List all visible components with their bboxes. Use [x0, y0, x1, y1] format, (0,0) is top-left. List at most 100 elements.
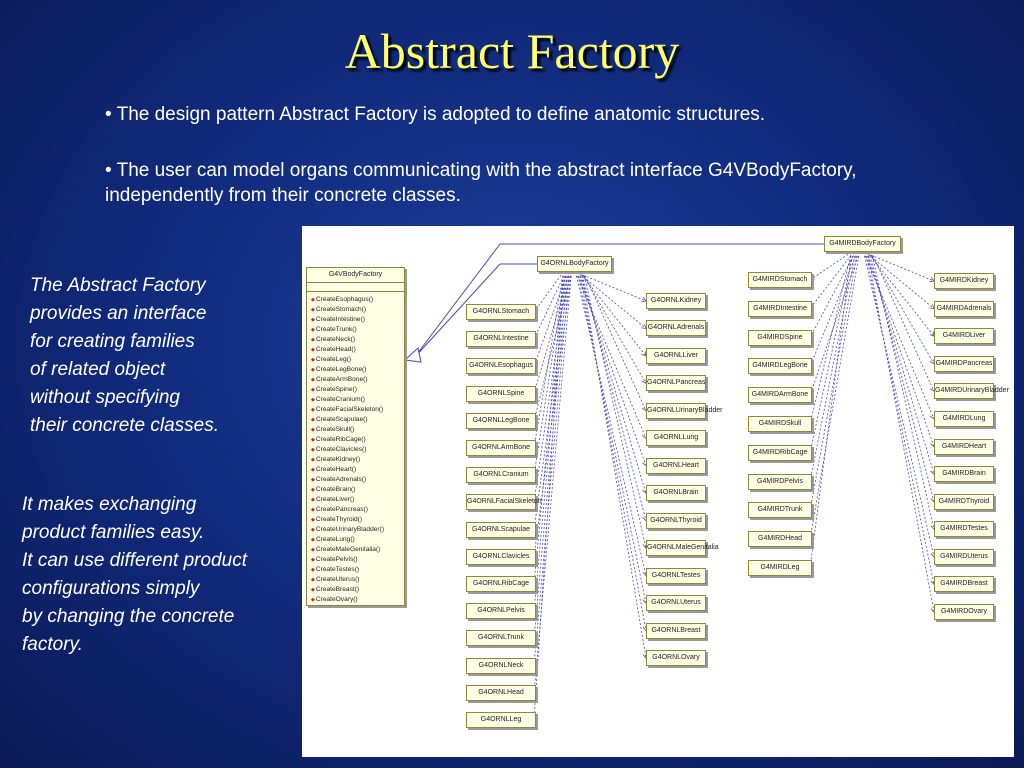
- class-g4ornluterus: G4ORNLUterus: [646, 595, 706, 612]
- interface-method: CreateAdrenals(): [311, 475, 404, 485]
- interface-method: CreateHead(): [311, 345, 404, 355]
- note-line: without specifying: [30, 387, 180, 408]
- class-g4mirdhead: G4MIRDHead: [748, 531, 812, 548]
- class-g4ornllegbone: G4ORNLLegBone: [466, 412, 536, 429]
- class-g4ornlbrain: G4ORNLBrain: [646, 485, 706, 502]
- class-g4mirdtrunk: G4MIRDTrunk: [748, 502, 812, 519]
- dependency-line: [533, 271, 568, 639]
- note-line: their concrete classes.: [30, 415, 220, 436]
- dependency-line: [867, 251, 935, 475]
- note-line: It makes exchanging: [22, 494, 197, 515]
- dependency-line: [863, 251, 935, 557]
- dependency-line: [533, 271, 566, 612]
- note-line: The Abstract Factory: [30, 275, 206, 296]
- class-g4ornlheart: G4ORNLHeart: [646, 457, 706, 474]
- class-g4ornlhead: G4ORNLHead: [466, 684, 536, 701]
- class-g4ornlesophagus: G4ORNLEsophagus: [466, 358, 536, 375]
- class-g4ornladrenals: G4ORNLAdrenals: [646, 320, 706, 337]
- dependency-line: [533, 271, 570, 666]
- generalization-line: [413, 243, 501, 359]
- class-g4ornlkidney: G4ORNLKidney: [646, 293, 706, 309]
- class-g4mirdurinarybladder: G4MIRDUrinaryBladder: [934, 383, 1009, 400]
- dependency-line: [809, 251, 860, 540]
- class-g4mirdintestine: G4MIRDIntestine: [748, 300, 812, 317]
- dependency-line: [809, 251, 860, 396]
- class-g4mirdpelvis: G4MIRDPelvis: [748, 473, 812, 490]
- interface-method: CreateClavicles(): [311, 445, 404, 455]
- dependency-line: [583, 271, 647, 412]
- dependency-line: [533, 271, 570, 530]
- interface-method: CreateLung(): [311, 535, 404, 545]
- interface-method: CreateThyroid(): [311, 515, 404, 525]
- interface-method: CreateCranium(): [311, 395, 404, 405]
- interface-methods: CreateEsophagus()CreateStomach()CreateIn…: [307, 292, 404, 605]
- class-g4ornlfacialskeleton: G4ORNLFacialSkeleton: [466, 494, 542, 511]
- interface-method: CreatePancreas(): [311, 505, 404, 515]
- class-g4ornlleg: G4ORNLLeg: [466, 712, 536, 728]
- class-g4ornltestes: G4ORNLTestes: [646, 567, 706, 584]
- dependency-line: [867, 251, 935, 613]
- class-g4mirduterus: G4MIRDUterus: [934, 548, 994, 565]
- dependency-line: [581, 271, 647, 659]
- generalization-arrowhead: [403, 347, 422, 363]
- interface-method: CreateTestes(): [311, 565, 404, 575]
- dependency-line: [579, 271, 647, 631]
- bullet-abstract-factory: • The design pattern Abstract Factory is…: [105, 104, 766, 125]
- class-g4mirdkidney: G4MIRDKidney: [934, 273, 994, 289]
- interface-method: CreatePelvis(): [311, 555, 404, 565]
- dependency-line: [871, 251, 935, 530]
- dependency-line: [533, 271, 564, 585]
- dependency-line: [577, 271, 647, 604]
- dependency-line: [533, 271, 568, 367]
- dependency-line: [533, 271, 572, 421]
- note-line: It can use different product: [22, 550, 247, 571]
- note-line: provides an interface: [30, 303, 207, 324]
- interface-method: CreateLiver(): [311, 495, 404, 505]
- class-g4vbodyfactory: G4VBodyFactory CreateEsophagus()CreateSt…: [306, 267, 405, 606]
- class-g4mirdleg: G4MIRDLeg: [748, 560, 812, 576]
- class-g4mirdthyroid: G4MIRDThyroid: [934, 493, 994, 510]
- dependency-line: [579, 271, 647, 357]
- class-g4mirdarmbone: G4MIRDArmBone: [748, 387, 812, 404]
- class-g4ornlarmbone: G4ORNLArmBone: [466, 440, 536, 456]
- class-g4ornlribcage: G4ORNLRibCage: [466, 576, 536, 592]
- interface-method: CreateLegBone(): [311, 365, 404, 375]
- dependency-line: [809, 251, 858, 511]
- generalization-line: [413, 263, 501, 359]
- dependency-line: [869, 251, 935, 502]
- class-g4mirdlung: G4MIRDLung: [934, 410, 994, 427]
- interface-method: CreateFacialSkeleton(): [311, 405, 404, 415]
- interface-method: CreateArmBone(): [311, 375, 404, 385]
- class-g4ornlcranium: G4ORNLCranium: [466, 467, 536, 484]
- dependency-line: [867, 251, 935, 337]
- dependency-line: [533, 271, 564, 313]
- class-g4ornlmalegenitalia: G4ORNLMaleGenitalia: [646, 540, 719, 557]
- interface-method: CreateBreast(): [311, 585, 404, 595]
- class-g4ornlneck: G4ORNLNeck: [466, 657, 536, 674]
- note-line: configurations simply: [22, 578, 200, 599]
- class-g4ornlpancreas: G4ORNLPancreas: [646, 375, 706, 392]
- interface-method: CreateSpine(): [311, 385, 404, 395]
- class-g4ornltrunk: G4ORNLTrunk: [466, 630, 536, 647]
- dependency-line: [575, 271, 647, 576]
- interface-method: CreateSkull(): [311, 425, 404, 435]
- dependency-line: [533, 271, 564, 721]
- interface-method: CreateTrunk(): [311, 325, 404, 335]
- dependency-line: [809, 251, 852, 569]
- interface-method: CreateMaleGenitalia(): [311, 545, 404, 555]
- interface-method: CreateIntestine(): [311, 315, 404, 325]
- class-g4mirdovary: G4MIRDOvary: [934, 604, 994, 620]
- dependency-line: [809, 251, 856, 482]
- dependency-line: [809, 251, 854, 453]
- interface-method: CreateKidney(): [311, 455, 404, 465]
- class-g4mirdspine: G4MIRDSpine: [748, 329, 812, 346]
- dependency-line: [869, 251, 935, 364]
- class-g4mirdtestes: G4MIRDTestes: [934, 521, 994, 538]
- interface-attributes-compartment: [307, 283, 404, 292]
- class-g4ornlscapulae: G4ORNLScapulae: [466, 521, 536, 538]
- note-line: of related object: [30, 359, 166, 380]
- note-line: product families easy.: [22, 522, 205, 543]
- dependency-line: [579, 271, 647, 494]
- dependency-line: [583, 271, 647, 549]
- class-g4mirdskull: G4MIRDSkull: [748, 416, 812, 432]
